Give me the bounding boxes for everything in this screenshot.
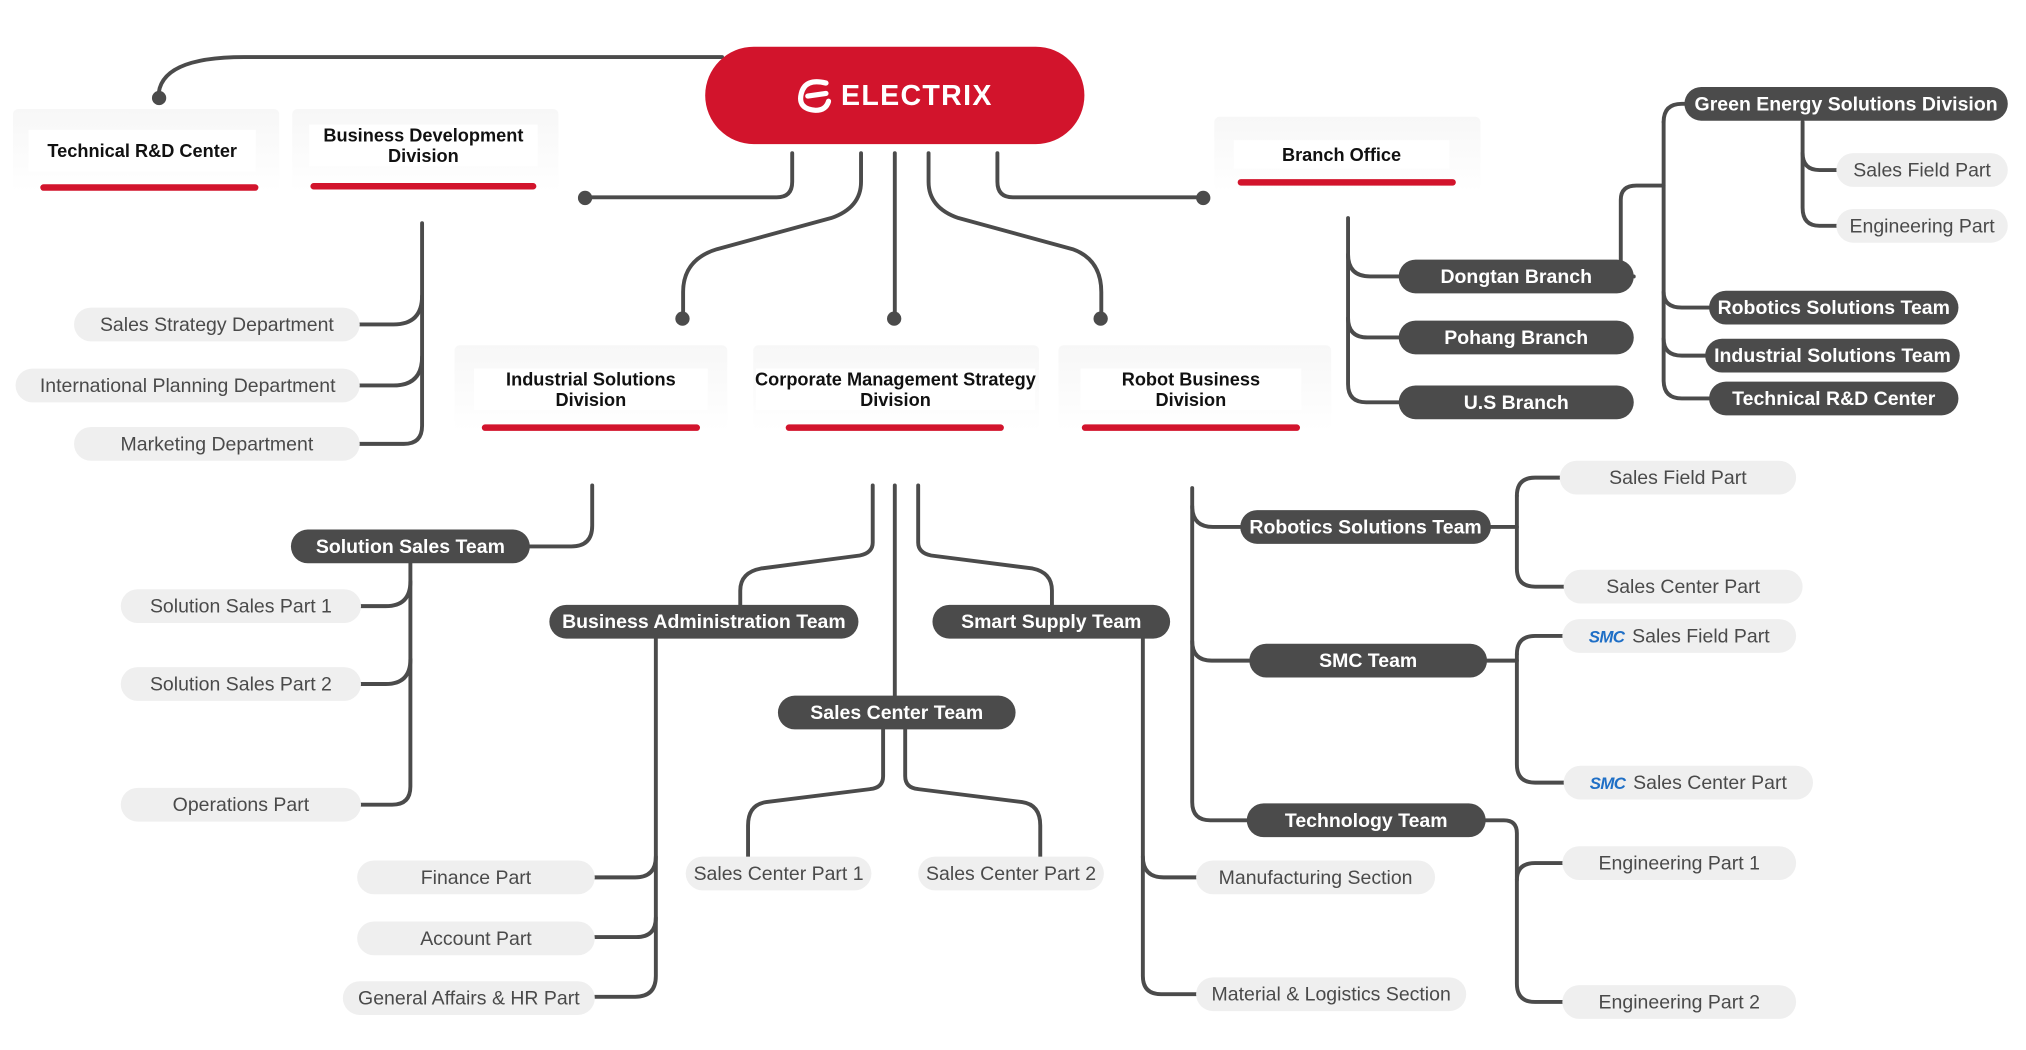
node-solution-sales-team[interactable]: Solution Sales Team <box>290 529 530 564</box>
heading-underline <box>40 184 259 191</box>
heading-technical-rd-center: Technical R&D Center <box>28 129 256 172</box>
node-operations-part[interactable]: Operations Part <box>120 787 362 822</box>
heading-label: Business Development <box>323 124 524 146</box>
heading-label: Robot Business <box>1121 368 1261 390</box>
node-green-engineering-part[interactable]: Engineering Part <box>1836 208 2008 243</box>
node-sales-center-team[interactable]: Sales Center Team <box>777 695 1016 730</box>
connector-dot <box>887 311 902 326</box>
node-green-energy-solutions-division[interactable]: Green Energy Solutions Division <box>1684 86 2008 121</box>
heading-industrial-solutions: Industrial Solutions Division <box>474 368 708 411</box>
heading-label: Corporate Management Strategy <box>755 368 1036 390</box>
node-branch-robotics-solutions-team[interactable]: Robotics Solutions Team <box>1709 290 1959 325</box>
node-marketing-department[interactable]: Marketing Department <box>74 427 360 461</box>
heading-label: Technical R&D Center <box>47 140 238 161</box>
heading-underline <box>1081 424 1300 431</box>
heading-label: Industrial Solutions <box>506 368 676 390</box>
smc-logo-icon: SMC <box>1588 626 1625 646</box>
node-robotics-solutions-team[interactable]: Robotics Solutions Team <box>1240 510 1491 544</box>
company-logo[interactable]: ELECTRIX <box>705 46 1085 145</box>
node-material-logistics-section[interactable]: Material & Logistics Section <box>1196 977 1467 1012</box>
node-branch-industrial-solutions-team[interactable]: Industrial Solutions Team <box>1705 338 1960 373</box>
node-engineering-part-2[interactable]: Engineering Part 2 <box>1562 985 1797 1019</box>
connector-dot <box>1093 311 1108 326</box>
smc-logo-icon: SMC <box>1589 772 1626 793</box>
node-account-part[interactable]: Account Part <box>357 921 595 956</box>
node-smart-supply-team[interactable]: Smart Supply Team <box>932 604 1171 639</box>
heading-branch-office: Branch Office <box>1233 140 1450 169</box>
node-label: Sales Field Part <box>1632 624 1770 648</box>
connector-dot <box>1196 190 1211 206</box>
node-smc-team[interactable]: SMC Team <box>1249 643 1488 678</box>
heading-underline <box>1237 179 1456 186</box>
node-smc-sales-center-part[interactable]: SMC Sales Center Part <box>1563 765 1813 800</box>
node-us-branch[interactable]: U.S Branch <box>1398 385 1634 420</box>
heading-underline <box>310 183 537 190</box>
heading-business-development: Business Development Division <box>309 124 538 167</box>
node-dongtan-branch[interactable]: Dongtan Branch <box>1398 259 1634 294</box>
node-international-planning-department[interactable]: International Planning Department <box>15 368 360 403</box>
node-finance-part[interactable]: Finance Part <box>357 860 595 895</box>
heading-label: Division <box>860 389 931 411</box>
node-sales-center-part-2[interactable]: Sales Center Part 2 <box>918 856 1104 891</box>
heading-label: Branch Office <box>1281 144 1402 165</box>
node-general-affairs-hr-part[interactable]: General Affairs & HR Part <box>342 981 595 1015</box>
connector-dot <box>151 90 167 106</box>
heading-label: Division <box>388 145 459 167</box>
node-manufacturing-section[interactable]: Manufacturing Section <box>1196 860 1436 895</box>
node-sales-strategy-department[interactable]: Sales Strategy Department <box>74 307 360 342</box>
heading-label: Division <box>555 389 627 411</box>
connector-dot <box>675 311 690 326</box>
node-solution-sales-part-2[interactable]: Solution Sales Part 2 <box>120 667 362 701</box>
heading-robot-business: Robot Business Division <box>1080 368 1302 411</box>
heading-underline <box>785 424 1004 431</box>
connector-dot <box>577 190 593 206</box>
node-business-administration-team[interactable]: Business Administration Team <box>549 604 859 639</box>
node-sales-center-part[interactable]: Sales Center Part <box>1563 569 1803 604</box>
node-sales-field-part[interactable]: Sales Field Part <box>1559 460 1797 495</box>
node-green-sales-field-part[interactable]: Sales Field Part <box>1836 153 2008 187</box>
heading-underline <box>481 424 700 431</box>
heading-corporate-management: Corporate Management Strategy Division <box>755 368 1036 411</box>
node-branch-technical-rd-center[interactable]: Technical R&D Center <box>1709 381 1959 416</box>
node-technology-team[interactable]: Technology Team <box>1246 803 1486 838</box>
node-smc-sales-field-part[interactable]: SMC Sales Field Part <box>1562 619 1797 653</box>
node-pohang-branch[interactable]: Pohang Branch <box>1398 320 1634 355</box>
heading-label: Division <box>1155 389 1227 411</box>
node-engineering-part-1[interactable]: Engineering Part 1 <box>1562 846 1797 880</box>
electrix-logo-icon <box>797 78 831 113</box>
node-sales-center-part-1[interactable]: Sales Center Part 1 <box>685 856 872 891</box>
brand-name: ELECTRIX <box>841 78 993 111</box>
node-label: Sales Center Part <box>1633 771 1787 794</box>
node-solution-sales-part-1[interactable]: Solution Sales Part 1 <box>120 589 362 623</box>
